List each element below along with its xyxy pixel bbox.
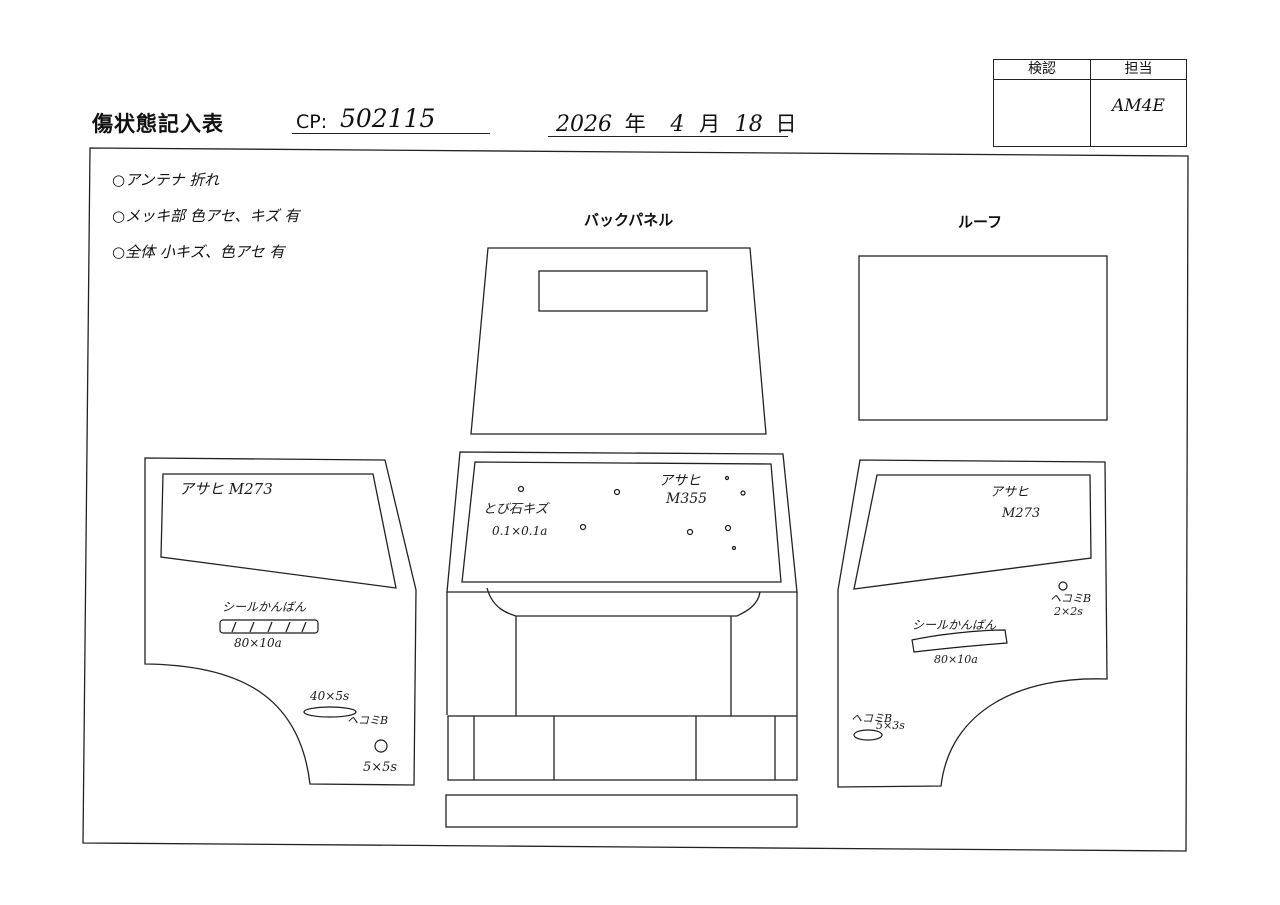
note-item: ○全体 小キズ、色アセ 有 xyxy=(112,243,285,261)
date-day-unit: 日 xyxy=(775,112,797,136)
right-glass-code: M273 xyxy=(1002,506,1041,521)
left-door-outline xyxy=(144,457,417,786)
roof-label: ルーフ xyxy=(958,213,1003,231)
back-panel-outline xyxy=(470,247,767,435)
left-dent-note: ヘコミB xyxy=(347,714,389,727)
tailgate-outline xyxy=(446,587,798,716)
license-strip xyxy=(445,794,798,828)
chip-dot xyxy=(613,488,621,496)
right-seal-size: 80×10a xyxy=(934,653,978,666)
chip-dot xyxy=(724,524,732,532)
left-glass-note: アサヒ M273 xyxy=(179,480,273,498)
right-lower-dent-mark xyxy=(853,729,883,741)
date-month-unit: 月 xyxy=(699,112,721,136)
main-frame xyxy=(82,147,1189,852)
rear-glass-code: M355 xyxy=(666,491,708,507)
charge-label: 担当 xyxy=(1091,60,1186,80)
left-seal-hatch xyxy=(231,621,307,633)
cp-underline xyxy=(292,133,490,134)
right-lower-dent-size: 5×3s xyxy=(876,719,905,732)
date-year-unit: 年 xyxy=(624,112,646,136)
left-seal-mark xyxy=(219,619,319,634)
right-dent-size: 2×2s xyxy=(1054,605,1083,618)
right-door-outline xyxy=(837,459,1108,788)
chip-dot xyxy=(579,523,587,531)
charge-signature: AM4E xyxy=(1112,96,1165,116)
rear-glass-note: アサヒ xyxy=(659,473,701,489)
right-door-window xyxy=(853,474,1092,590)
bumper-outline xyxy=(447,715,798,781)
date-month: 4 xyxy=(670,112,685,137)
left-seal-note: シールかんばん xyxy=(222,600,307,614)
right-glass-note: アサヒ xyxy=(990,485,1030,500)
rear-glass-outline xyxy=(446,451,798,593)
inspection-cell: 検認 xyxy=(994,60,1091,146)
form-title: 傷状態記入表 xyxy=(92,112,224,136)
rear-glass-inner xyxy=(461,461,782,583)
date-year: 2026 xyxy=(556,112,612,137)
approval-stamp-box: 検認 担当 AM4E xyxy=(993,59,1187,147)
left-dent-mark xyxy=(374,739,388,753)
chip-dot xyxy=(517,485,525,493)
date-underline xyxy=(548,136,788,137)
rear-chip-size: 0.1×0.1a xyxy=(492,524,548,538)
right-seal-mark xyxy=(911,629,1008,653)
right-lower-dent-note: ヘコミB xyxy=(851,712,893,725)
left-seal-size: 80×10a xyxy=(234,636,282,650)
right-dent-note: ヘコミB xyxy=(1050,592,1092,605)
date-field: 2026 年 4 月 18 日 xyxy=(556,108,796,138)
date-day: 18 xyxy=(734,112,763,137)
cp-number: 502115 xyxy=(340,104,436,133)
note-item: ○メッキ部 色アセ、キズ 有 xyxy=(112,207,300,225)
left-scratch-size: 40×5s xyxy=(310,689,350,703)
chip-dot xyxy=(731,545,737,551)
chip-dot xyxy=(740,490,746,496)
rear-chip-note: とび石キズ xyxy=(483,502,549,517)
chip-dot xyxy=(686,528,694,536)
back-panel-window xyxy=(538,270,708,312)
general-notes: ○アンテナ 折れ ○メッキ部 色アセ、キズ 有 ○全体 小キズ、色アセ 有 xyxy=(112,162,299,270)
inspection-label: 検認 xyxy=(994,60,1090,80)
chip-dot xyxy=(724,475,730,481)
roof-outline xyxy=(858,255,1108,421)
left-dent-size: 5×5s xyxy=(363,760,398,775)
back-panel-label: バックパネル xyxy=(584,211,674,229)
charge-cell: 担当 AM4E xyxy=(1091,60,1186,146)
cp-label: CP: xyxy=(296,111,328,133)
note-item: ○アンテナ 折れ xyxy=(112,171,220,189)
right-dent-mark xyxy=(1058,581,1068,591)
right-seal-note: シールかんばん xyxy=(912,618,997,632)
left-scratch-mark xyxy=(303,706,357,718)
left-door-window xyxy=(160,473,397,589)
